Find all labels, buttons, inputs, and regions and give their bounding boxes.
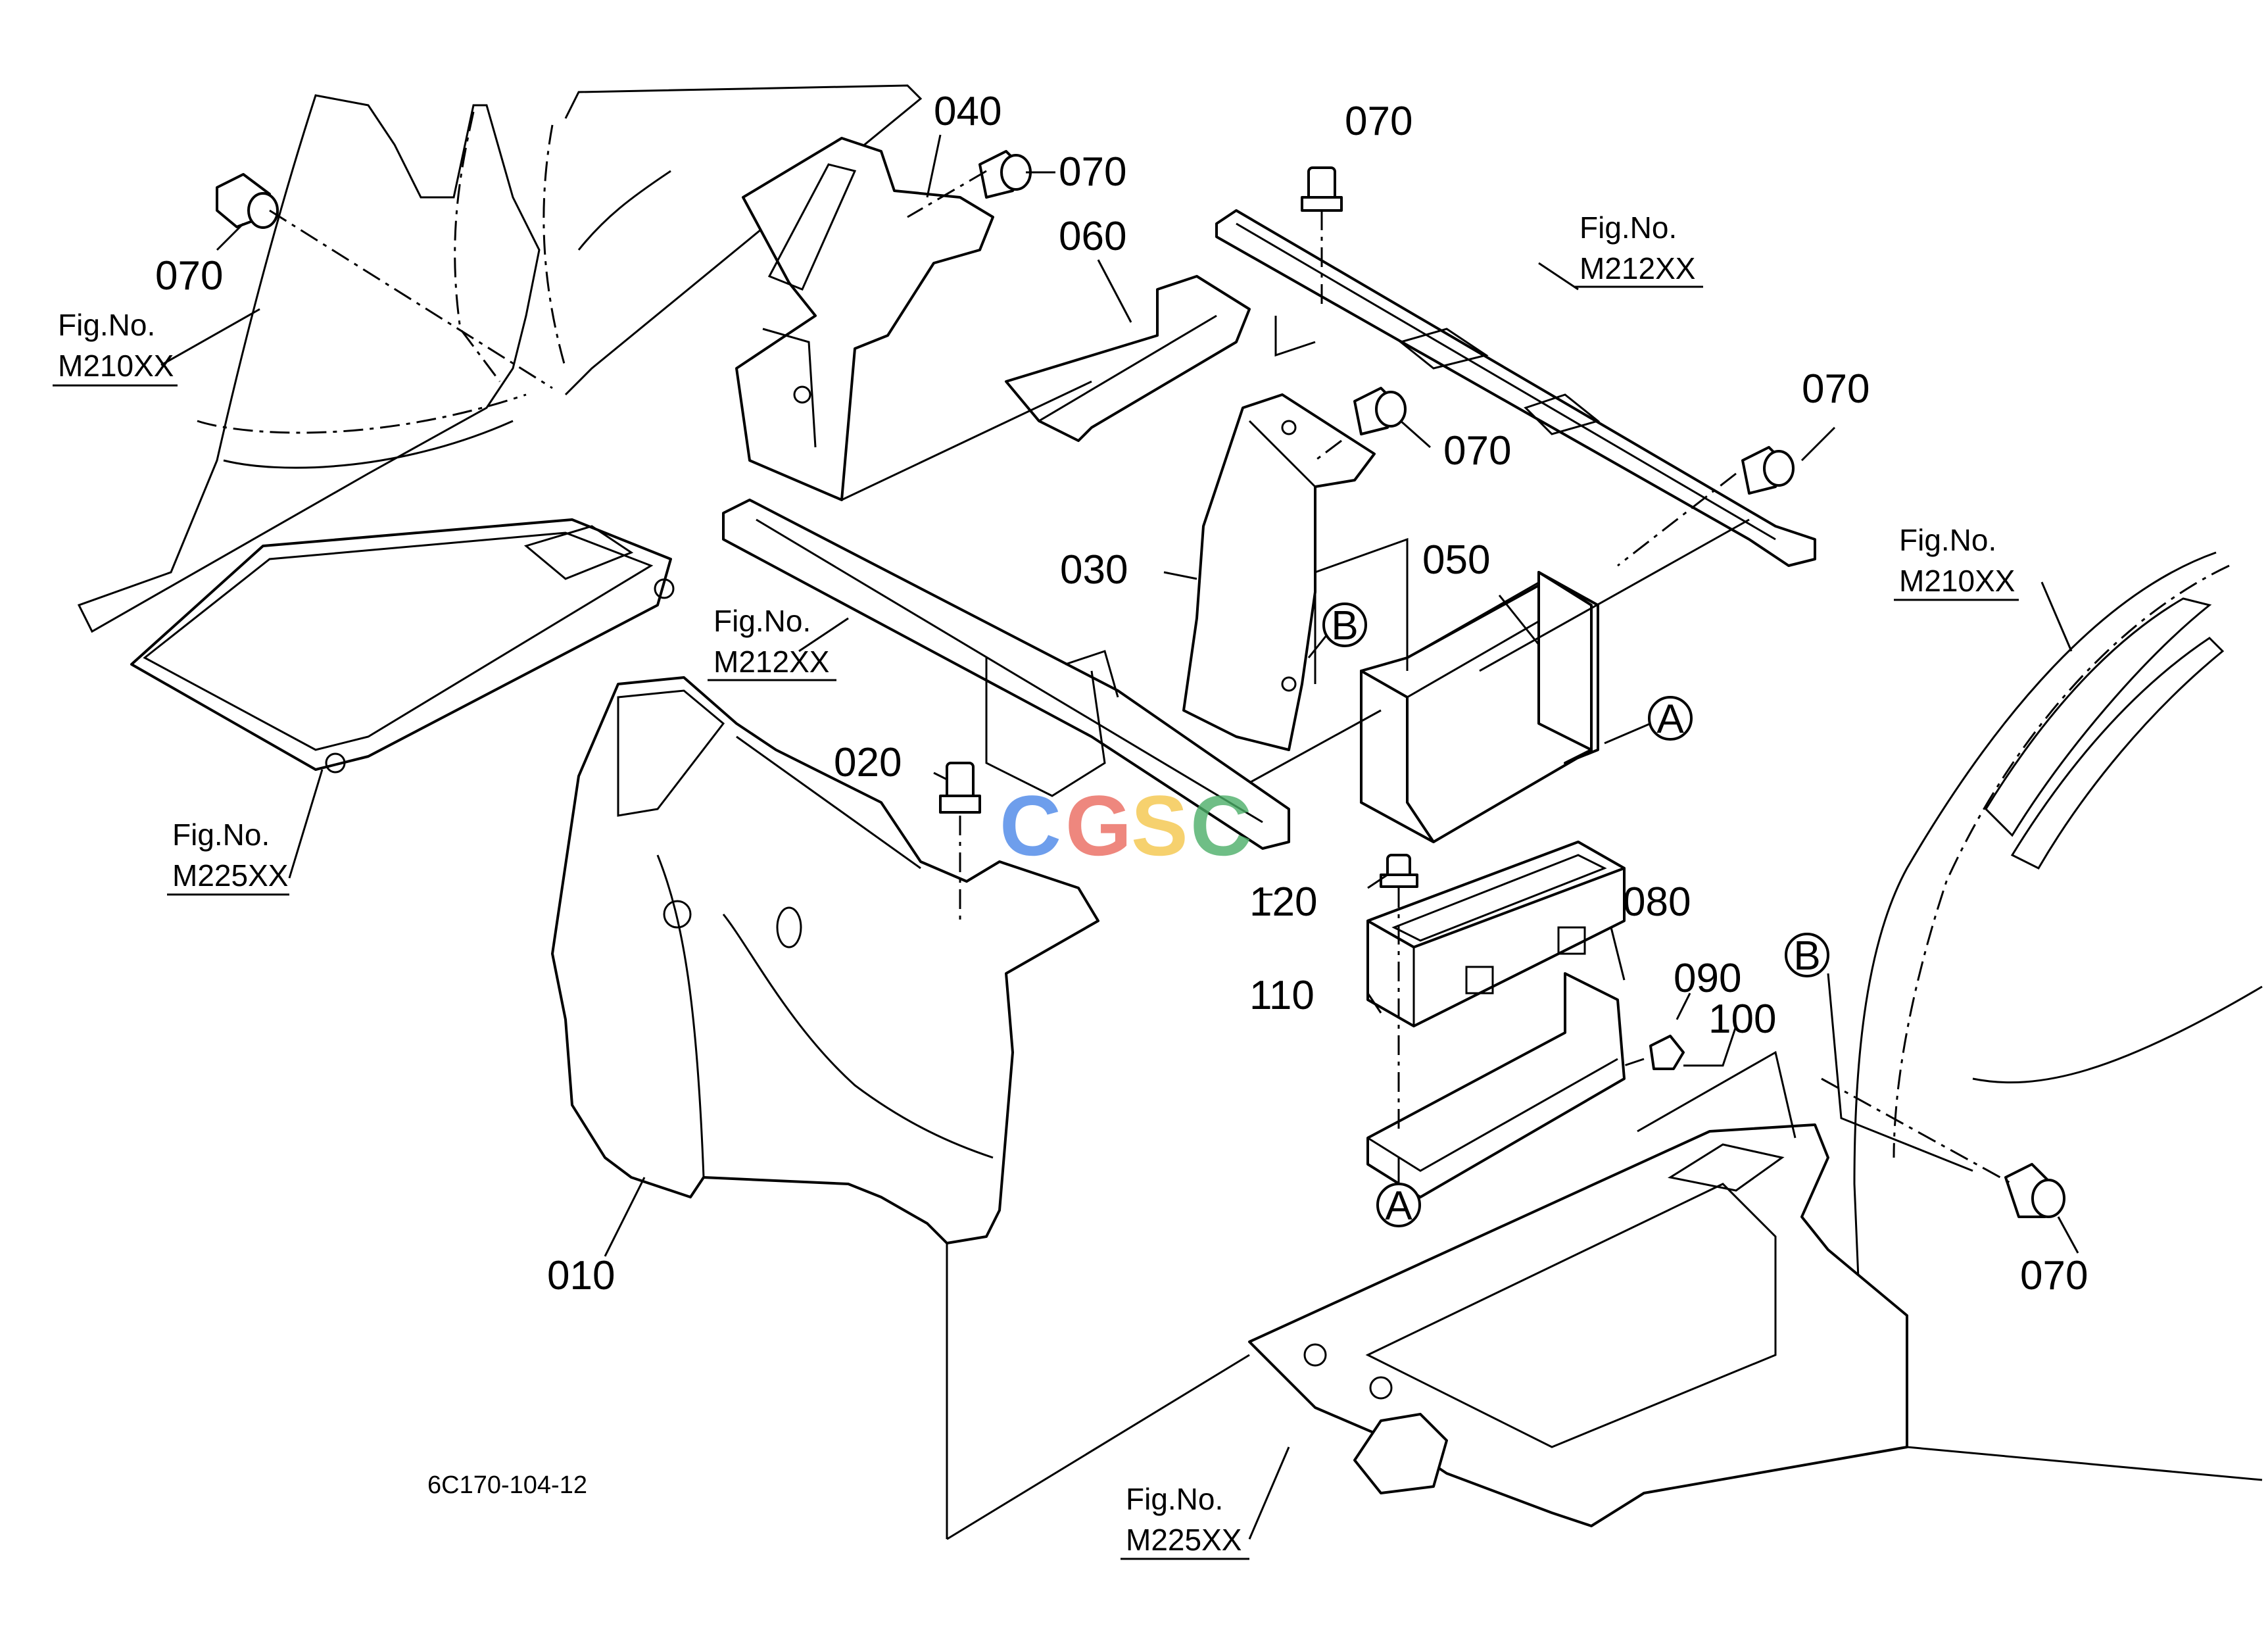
label-080: 080 [1623,879,1691,925]
marker-a-bottom: A [1376,1158,1421,1229]
label-070-left: 070 [155,253,223,299]
fig-ref-m212-mid-title: Fig.No. [713,604,811,638]
fig-ref-m225-bottom-code: M225XX [1126,1523,1242,1557]
upper-rail [1215,209,1816,567]
part-030-bracket [1182,393,1376,751]
bolt-120 [1380,854,1418,888]
middle-rail [722,499,1290,850]
label-030: 030 [1060,547,1128,593]
bolt-090 [1649,1035,1685,1070]
fig-ref-m212-top-title: Fig.No. [1580,210,1677,245]
label-070-right-fender: 070 [2020,1253,2088,1298]
bolt-070-right-rail [1741,446,1795,495]
bolt-070-top-040 [978,150,1032,199]
part-060-plate [1005,275,1251,442]
label-020: 020 [834,740,902,785]
fig-ref-m225-left: Fig.No. M225XX [167,818,289,896]
marker-b-left: B [1307,602,1367,658]
label-060: 060 [1059,214,1126,259]
part-110-toolbox [1366,841,1626,1027]
part-050-frame [1360,571,1599,843]
label-070-040: 070 [1059,149,1126,195]
bolt-070-top-rail [1301,166,1343,212]
watermark-logo: C G S C [1000,777,1252,873]
watermark-letter-c1: C [1000,777,1061,873]
fig-ref-m210-left-code: M210XX [58,349,174,383]
marker-a-right-text: A [1656,697,1684,742]
fig-ref-m225-left-code: M225XX [172,858,288,893]
marker-b-left-text: B [1331,603,1358,649]
bolt-070-right-fender [2004,1163,2065,1218]
part-010-panel [551,676,1099,1244]
right-fender [1853,551,2263,1481]
fig-ref-m210-right-title: Fig.No. [1899,523,1996,557]
part-040-bracket [735,137,994,501]
fig-ref-m225-left-title: Fig.No. [172,818,270,852]
label-070-030: 070 [1443,428,1511,474]
bolt-070-030 [1353,387,1407,435]
fig-ref-m210-left: Fig.No. M210XX [53,308,178,387]
label-090: 090 [1674,956,1741,1001]
bolt-020 [939,762,981,814]
marker-a-bottom-text: A [1385,1183,1412,1229]
marker-b-right-text: B [1793,933,1820,979]
watermark-letter-s: S [1131,777,1188,873]
left-floor-plate [130,518,675,774]
fig-ref-m225-bottom-title: Fig.No. [1126,1482,1223,1516]
part-080-tray [1366,972,1626,1198]
fig-ref-m210-left-title: Fig.No. [58,308,155,342]
label-leaders [160,134,2079,1540]
fig-ref-m210-right: Fig.No. M210XX [1894,523,2019,601]
marker-a-right: A [1604,696,1693,745]
label-100: 100 [1708,996,1776,1042]
label-110: 110 [1249,973,1315,1018]
label-120: 120 [1249,879,1317,925]
fig-ref-m212-mid-code: M212XX [713,645,829,679]
bolt-070-left-fender [216,173,279,229]
label-070-top: 070 [1345,99,1412,144]
watermark-letter-c2: C [1190,777,1252,873]
fig-ref-m225-bottom: Fig.No. M225XX [1121,1482,1249,1560]
label-010: 010 [547,1253,615,1298]
drawing-code: 6C170-104-12 [427,1471,587,1499]
fig-ref-m210-right-code: M210XX [1899,564,2015,598]
left-fender [77,84,923,633]
fig-ref-m212-top: Fig.No. M212XX [1574,210,1703,288]
right-floor-plate [1248,1123,1908,1527]
assembly-lines [269,170,2013,1540]
fig-ref-m212-top-code: M212XX [1580,251,1695,285]
label-050: 050 [1422,537,1490,583]
label-070-right-rail: 070 [1802,366,1870,412]
fig-ref-m212-mid: Fig.No. M212XX [708,604,836,681]
marker-b-right: B [1785,933,1829,979]
label-040: 040 [934,89,1001,134]
watermark-letter-g: G [1065,777,1132,873]
